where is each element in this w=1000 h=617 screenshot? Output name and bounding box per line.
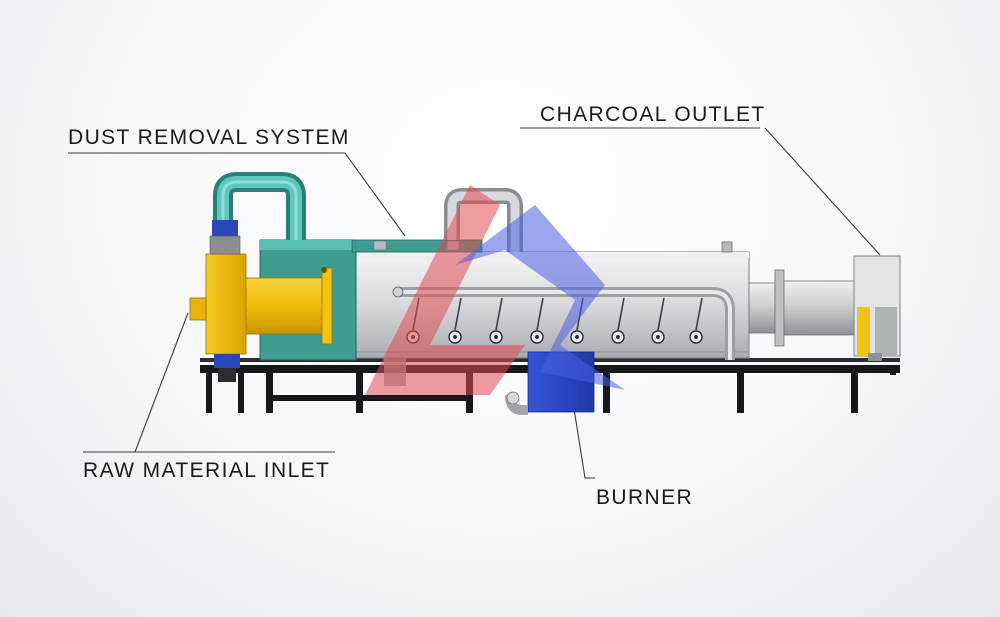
leader-dust-removal bbox=[68, 152, 406, 237]
watermark-logo bbox=[365, 185, 625, 395]
cyclone-feed-head bbox=[189, 220, 333, 382]
label-burner: BURNER bbox=[596, 486, 694, 509]
label-raw-material-inlet: RAW MATERIAL INLET bbox=[83, 459, 331, 482]
nozzle-4 bbox=[530, 297, 544, 344]
label-charcoal-outlet: CHARCOAL OUTLET bbox=[540, 103, 766, 126]
leader-charcoal-outlet-diag bbox=[764, 127, 881, 256]
nozzle-6 bbox=[611, 297, 625, 344]
label-dust-removal-system: DUST REMOVAL SYSTEM bbox=[68, 126, 350, 149]
nozzle-2 bbox=[448, 297, 462, 344]
nozzle-8 bbox=[689, 297, 703, 344]
dust-duct bbox=[213, 172, 306, 240]
nozzle-3 bbox=[489, 297, 503, 344]
nozzle-7 bbox=[651, 297, 665, 344]
leader-raw-material-diag bbox=[134, 312, 189, 453]
heating-pipe bbox=[392, 286, 735, 360]
charcoal-outlet-assembly bbox=[748, 255, 901, 361]
